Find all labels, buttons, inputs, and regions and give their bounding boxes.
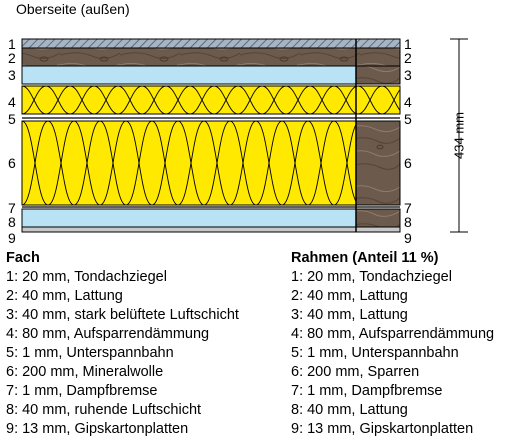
left-number-7: 7 <box>8 200 16 216</box>
right-number-9: 9 <box>404 230 412 246</box>
legend-fach: Fach 1: 20 mm, Tondachziegel 2: 40 mm, L… <box>6 249 239 439</box>
legend-fach-item: 1: 20 mm, Tondachziegel <box>6 269 167 285</box>
right-number-5: 5 <box>404 111 412 127</box>
legend-fach-item: 2: 40 mm, Lattung <box>6 288 123 304</box>
legend-rahmen-item: 6: 200 mm, Sparren <box>291 364 420 380</box>
layer-4-insulation <box>21 85 401 115</box>
right-number-1: 1 <box>404 36 412 52</box>
legend-fach-item: 8: 40 mm, ruhende Luftschicht <box>6 402 202 418</box>
legend-rahmen-item: 5: 1 mm, Unterspannbahn <box>291 345 459 361</box>
layer-9-gypsum <box>21 226 401 233</box>
left-number-3: 3 <box>8 67 16 83</box>
layer-6-mineral-wool <box>21 120 357 206</box>
legend-rahmen-item: 8: 40 mm, Lattung <box>291 402 408 418</box>
legend-rahmen-item: 9: 13 mm, Gipskartonplatten <box>291 421 474 437</box>
layer-3-air <box>21 65 357 85</box>
left-number-4: 4 <box>8 94 16 110</box>
legend-rahmen-item: 3: 40 mm, Lattung <box>291 307 408 323</box>
layer-8-frame-batten <box>355 208 401 228</box>
layer-8-air <box>21 208 357 228</box>
legend-rahmen-title: Rahmen (Anteil 11 %) <box>291 250 439 266</box>
right-number-6: 6 <box>404 155 412 171</box>
right-number-8: 8 <box>404 214 412 230</box>
layer-1-tiles <box>21 38 401 49</box>
legend-fach-item: 5: 1 mm, Unterspannbahn <box>6 345 174 361</box>
legend-fach-item: 7: 1 mm, Dampfbremse <box>6 383 158 399</box>
left-number-8: 8 <box>8 214 16 230</box>
left-number-6: 6 <box>8 155 16 171</box>
top-label: Oberseite (außen) <box>16 1 130 17</box>
legend-rahmen-item: 1: 20 mm, Tondachziegel <box>291 269 452 285</box>
left-number-1: 1 <box>8 36 16 52</box>
layer-6-rafter <box>355 120 401 206</box>
left-number-2: 2 <box>8 50 16 66</box>
left-number-5: 5 <box>8 111 16 127</box>
layer-3-frame-batten <box>355 65 401 85</box>
legend-fach-title: Fach <box>6 250 40 266</box>
layer-2-battens <box>21 47 401 67</box>
legend-rahmen-item: 2: 40 mm, Lattung <box>291 288 408 304</box>
legend-fach-item: 4: 80 mm, Aufsparrendämmung <box>6 326 210 342</box>
dimension-label: 434 mm <box>451 112 467 159</box>
right-number-4: 4 <box>404 94 412 110</box>
left-number-9: 9 <box>8 230 16 246</box>
right-number-3: 3 <box>404 67 412 83</box>
right-number-7: 7 <box>404 200 412 216</box>
right-number-2: 2 <box>404 50 412 66</box>
legend-fach-item: 6: 200 mm, Mineralwolle <box>6 364 164 380</box>
legend-fach-item: 3: 40 mm, stark belüftete Luftschicht <box>6 307 239 323</box>
legend-rahmen: Rahmen (Anteil 11 %) 1: 20 mm, Tondachzi… <box>291 249 494 439</box>
legend-rahmen-item: 4: 80 mm, Aufsparrendämmung <box>291 326 495 342</box>
legend-fach-item: 9: 13 mm, Gipskartonplatten <box>6 421 189 437</box>
legend-rahmen-item: 7: 1 mm, Dampfbremse <box>291 383 443 399</box>
